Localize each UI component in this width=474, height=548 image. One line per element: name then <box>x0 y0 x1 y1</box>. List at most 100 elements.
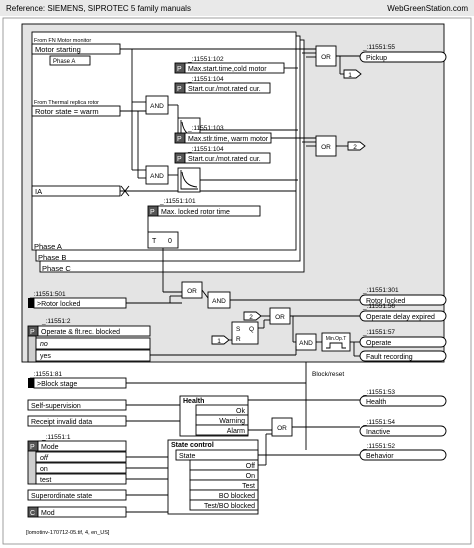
sr-q: Q <box>249 326 254 333</box>
operate-flt-box <box>37 325 151 337</box>
inactive-label: Inactive <box>366 429 390 436</box>
state-on: On <box>246 473 255 480</box>
mod-c-letter: C <box>30 510 35 517</box>
state-test: Test <box>242 483 255 490</box>
health-alarm: Alarm <box>227 428 245 435</box>
binary-in-marker-1 <box>28 298 34 308</box>
and-gate-1-label: AND <box>150 103 164 110</box>
rotor-locked-label: Rotor locked <box>366 298 405 305</box>
behavior-box <box>359 449 447 461</box>
state-label: State <box>179 453 195 460</box>
and-gate-locked-label: AND <box>212 298 226 305</box>
state-off: Off <box>246 463 255 470</box>
ia-label: IA <box>35 187 42 196</box>
state-control-title: State control <box>171 442 214 449</box>
binary-in-marker-2 <box>28 378 34 388</box>
and-gate-2-label: AND <box>150 173 164 180</box>
fault-rec-box <box>359 350 447 362</box>
rotor-locked-box <box>359 294 447 306</box>
header-bar <box>0 0 474 16</box>
inactive-num: _:11551:54 <box>362 419 395 426</box>
ia-cross <box>120 185 130 197</box>
behavior-label: Behavior <box>366 453 394 460</box>
motor-monitor-caption: From FN Motor monitor <box>34 38 91 44</box>
mode-label: Mode <box>41 444 59 451</box>
timer-zero: 0 <box>168 238 172 245</box>
phase-a-small-box <box>49 55 91 66</box>
operate-box <box>359 336 447 348</box>
pickup-box <box>359 51 447 63</box>
param-104-num: _:11551:104 <box>187 76 224 83</box>
outer-frame <box>2 17 472 545</box>
opt-no-label: no <box>40 341 48 348</box>
curve-2 <box>180 170 198 190</box>
min-op-label: Min.Op.T <box>326 336 347 342</box>
mode-side <box>27 450 37 485</box>
rotor-locked-num: _:11551:301 <box>362 287 399 294</box>
or-gate-delay-label: OR <box>275 314 285 321</box>
block-reset-label: Block/reset <box>312 371 344 378</box>
mode-on-label: on <box>40 466 48 473</box>
param-103-label: Max.stlr.time, warm motor <box>188 136 269 143</box>
param-102-p-letter: P <box>177 66 182 73</box>
health-warning: Warning <box>219 418 245 425</box>
op-delay-box <box>359 310 447 322</box>
connector-1-top-label: 1 <box>348 72 352 79</box>
param-103-p-letter: P <box>177 136 182 143</box>
param-101-box <box>157 205 261 217</box>
block-stage-label: >Block stage <box>37 381 77 388</box>
mode-off-label: off <box>40 455 49 462</box>
timer-t: T <box>152 238 157 245</box>
footer-text: [lomotinv-170712-05.tif, 4, en_US] <box>26 530 110 536</box>
sr-s: S <box>236 326 241 333</box>
op-delay-label: Operate delay expired <box>366 314 435 321</box>
param-102-label: Max.start.time,cold motor <box>188 66 267 73</box>
mode-box <box>37 440 127 452</box>
param-102-num: _:11551:102 <box>187 56 224 63</box>
param-104b: _:11551:104 P Start.cur./mot.rated cur. <box>174 146 271 164</box>
pickup-label: Pickup <box>366 55 387 62</box>
sr-r: R <box>236 336 241 343</box>
motor-starting-label: Motor starting <box>35 45 81 54</box>
param-104-p-letter: P <box>177 86 182 93</box>
or-gate-pickup-label: OR <box>321 54 331 61</box>
param-104-box <box>184 82 271 94</box>
mode-off-box[interactable] <box>35 451 127 463</box>
op-delay-num: _:11551:56 <box>362 303 395 310</box>
health-out-label: Health <box>366 399 386 406</box>
inactive-box <box>359 425 447 437</box>
opt-yes-box[interactable] <box>35 349 151 362</box>
rotor-locked-in-label: >Rotor locked <box>37 301 80 308</box>
param-104: _:11551:104 P Start.cur./mot.rated cur. <box>174 76 271 94</box>
ia-box <box>31 185 121 197</box>
health-out-box <box>359 395 447 407</box>
pickup-num: _:11551:55 <box>362 44 395 51</box>
operate-num: _:11551:57 <box>362 329 395 336</box>
param-104b-p-letter: P <box>177 156 182 163</box>
mode-test-label: test <box>40 477 51 484</box>
thermal-caption: From Thermal replica rotor <box>34 100 99 106</box>
phase-c-label: Phase C <box>42 264 71 273</box>
param-101: _:11551:101 P Max. locked rotor time <box>147 198 261 217</box>
behavior-num: _:11551:52 <box>362 443 395 450</box>
phase-a-small-label: Phase A <box>53 59 75 65</box>
or-gate-inactive-label: OR <box>277 425 287 432</box>
connector-2 <box>347 141 366 151</box>
param-103-num: _:11551:103 <box>187 125 224 132</box>
param-101-p-letter: P <box>150 209 155 216</box>
param-101-label: Max. locked rotor time <box>161 209 230 216</box>
self-supervision-label: Self-supervision <box>31 403 81 410</box>
mode-on-box[interactable] <box>35 462 127 474</box>
operate-flt-label: Operate & flt.rec. blocked <box>41 329 120 336</box>
param-101-num: _:11551:101 <box>159 198 196 205</box>
state-test-bo-box <box>189 499 259 511</box>
health-ok: Ok <box>236 408 245 415</box>
opt-no-box[interactable] <box>35 337 151 350</box>
rotor-locked-in-num: _:11551:501 <box>29 291 66 298</box>
and-gate-operate-label: AND <box>299 340 313 347</box>
or-gate-2-label: OR <box>321 144 331 151</box>
phase-a-label: Phase A <box>34 242 62 251</box>
pulse-icon <box>326 342 346 349</box>
reference-text: Reference: SIEMENS, SIPROTEC 5 family ma… <box>6 4 191 13</box>
mod-label: Mod <box>41 510 55 517</box>
